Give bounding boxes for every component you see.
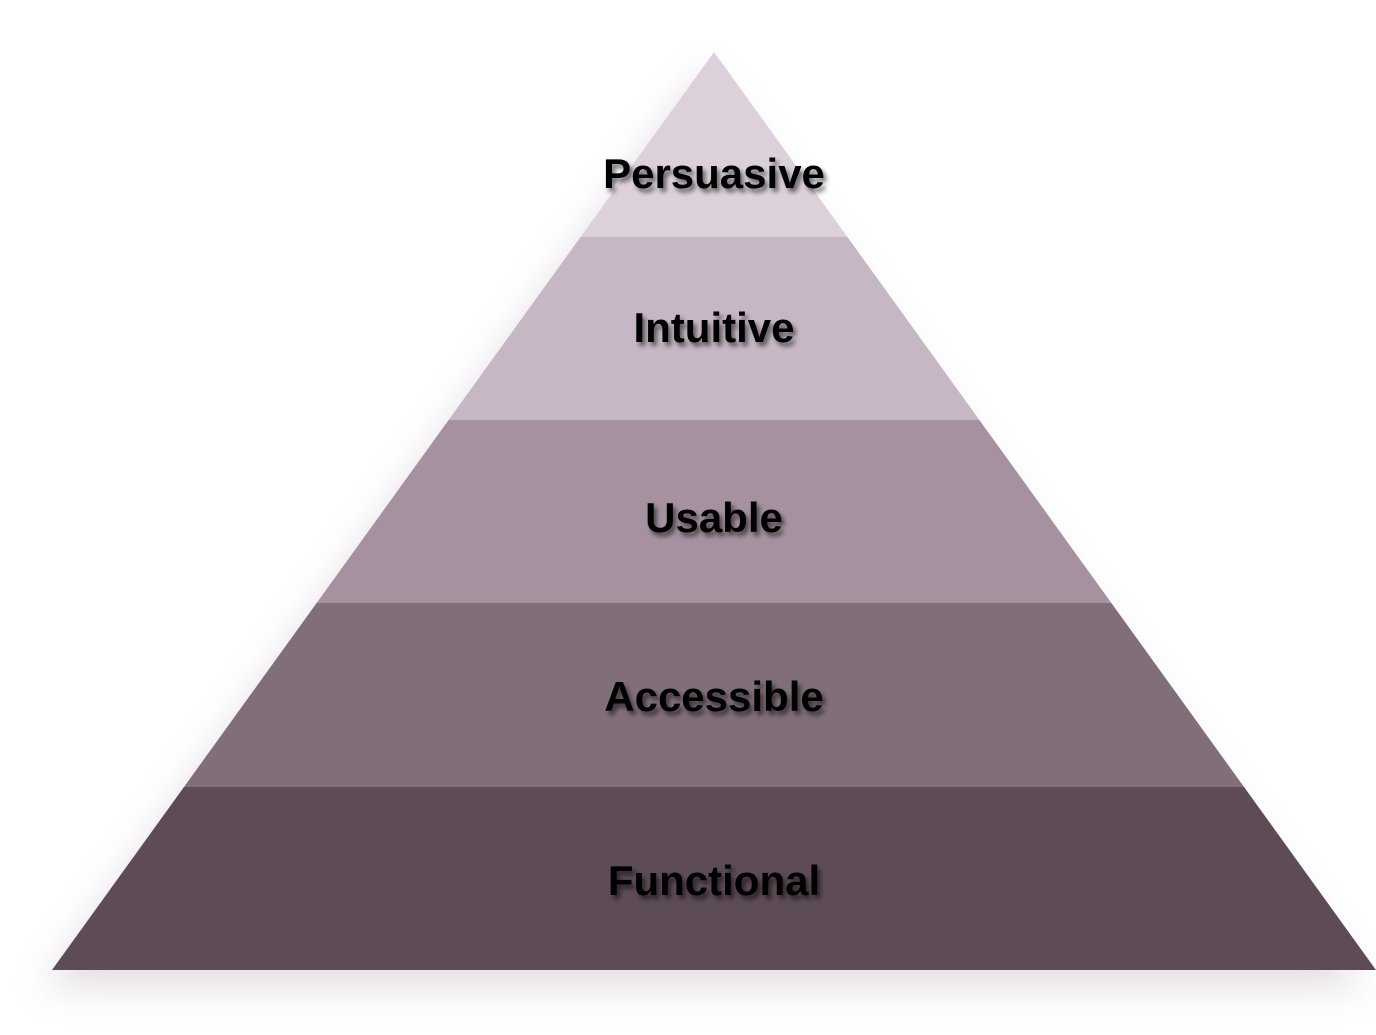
pyramid-layer-usable — [316, 420, 1112, 603]
layer-label-usable: Usable — [645, 494, 783, 541]
pyramid-layer-intuitive — [448, 237, 980, 420]
pyramid-layer-accessible — [183, 603, 1245, 787]
layer-label-accessible: Accessible — [604, 673, 823, 720]
layer-label-functional: Functional — [608, 857, 820, 904]
layer-label-persuasive: Persuasive — [603, 150, 825, 197]
layer-label-intuitive: Intuitive — [633, 304, 794, 351]
pyramid-layer-persuasive — [580, 52, 848, 237]
pyramid-layer-functional — [52, 787, 1376, 970]
